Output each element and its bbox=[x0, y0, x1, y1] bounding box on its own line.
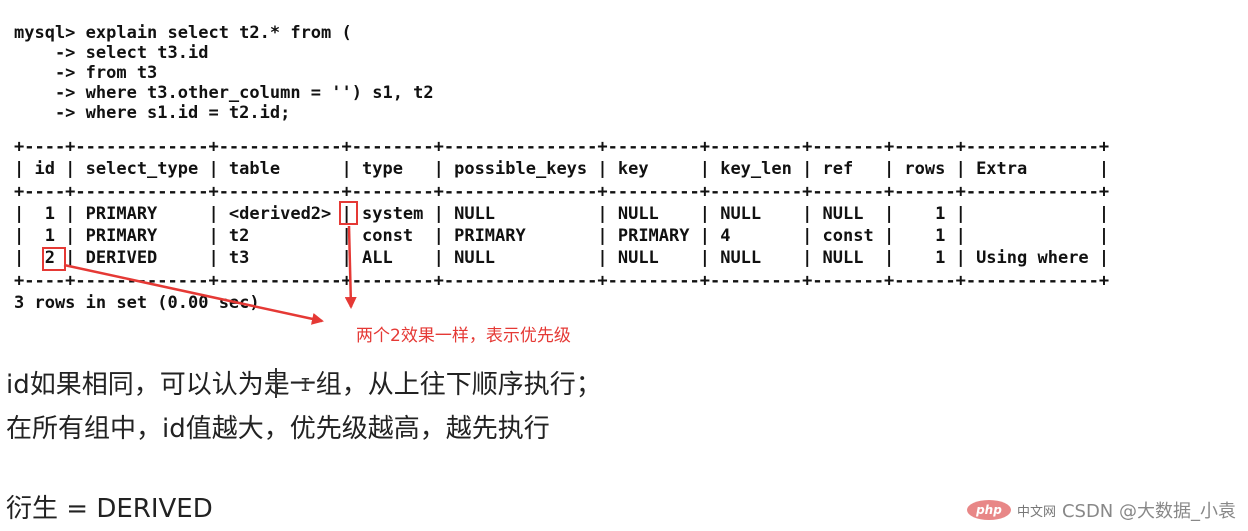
arrow-to-annotation bbox=[63, 263, 324, 325]
highlight-box-id-2 bbox=[42, 247, 66, 271]
php-cn-text: 中文网 bbox=[1016, 504, 1056, 520]
highlight-box-derived2 bbox=[339, 201, 358, 225]
php-logo-icon: php bbox=[966, 500, 1011, 520]
watermark: php 中文网 CSDN @大数据_小袁 bbox=[966, 497, 1236, 523]
mysql-terminal-output: mysql> explain select t2.* from ( -> sel… bbox=[14, 23, 1110, 325]
note-same-id: id如果相同，可以认为是一组，从上往下顺序执行； bbox=[6, 370, 602, 400]
note-larger-id: 在所有组中，id值越大，优先级越高，越先执行 bbox=[6, 414, 550, 444]
annotation-text: 两个2效果一样，表示优先级 bbox=[356, 326, 571, 346]
sql-query: mysql> explain select t2.* from ( -> sel… bbox=[14, 23, 434, 123]
ibeam-cursor-icon: I bbox=[300, 375, 311, 396]
annotation-arrows bbox=[63, 225, 357, 325]
explain-result-table: +----+-------------+------------+-------… bbox=[14, 137, 1110, 291]
note-derived: 衍生 = DERIVED bbox=[6, 494, 213, 524]
text-cursor bbox=[275, 368, 277, 398]
arrow-from-derived2 bbox=[344, 225, 357, 309]
csdn-credit: CSDN @大数据_小袁 bbox=[1061, 501, 1236, 522]
